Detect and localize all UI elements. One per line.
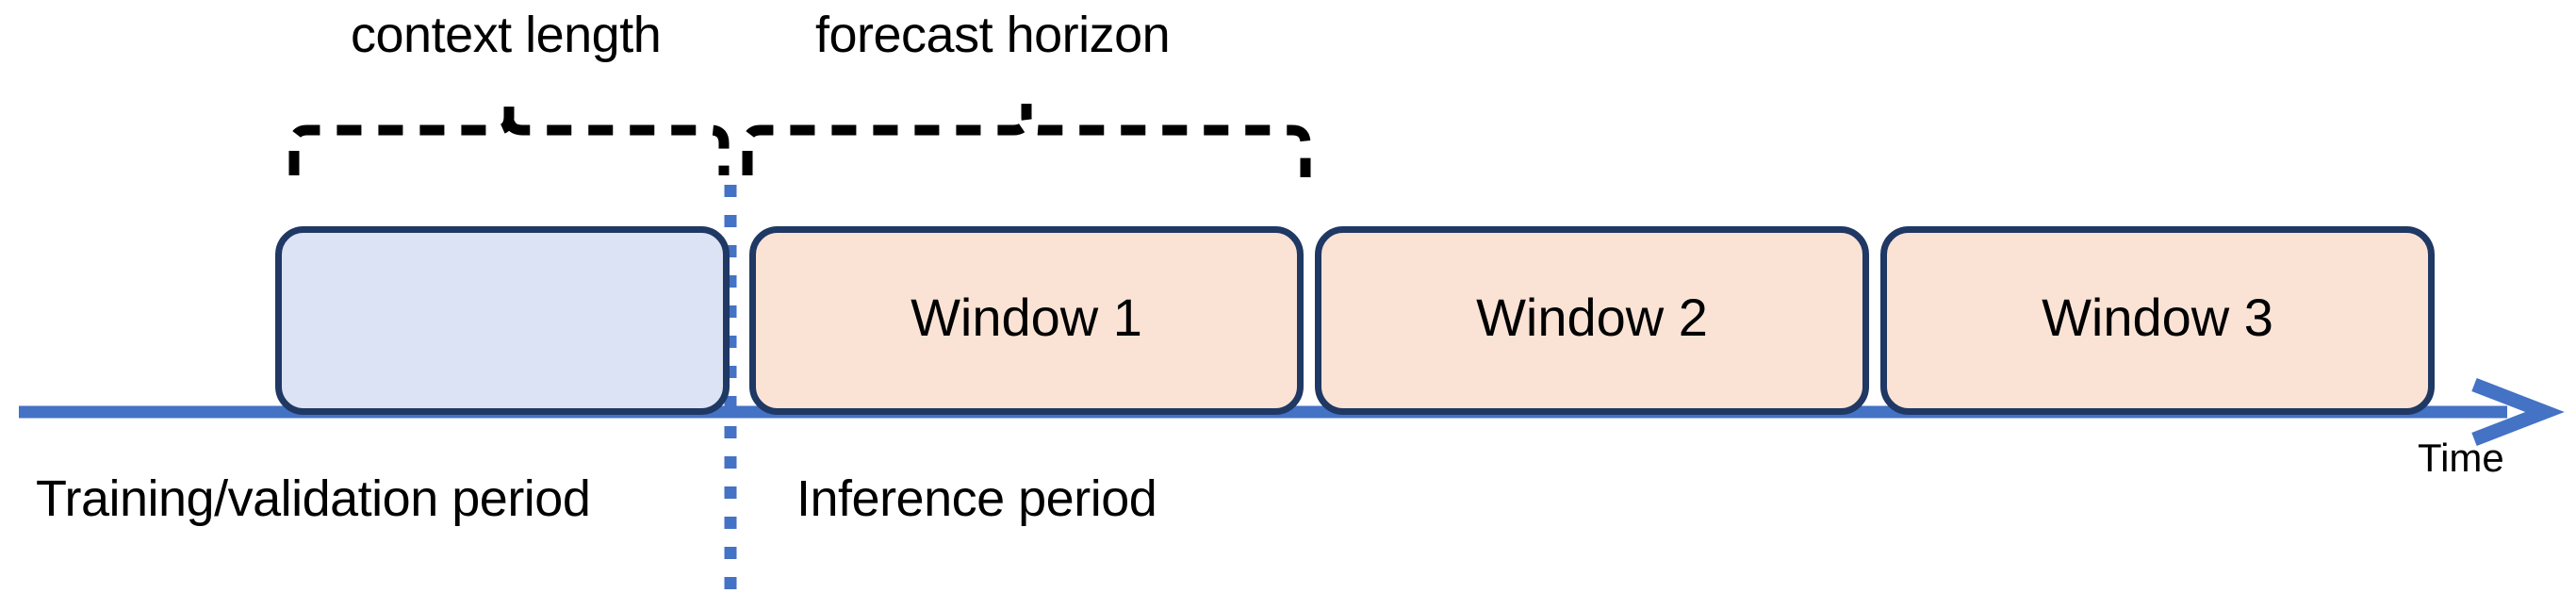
context-window-box[interactable]	[275, 226, 730, 415]
forecast-window-1-label: Window 1	[911, 287, 1142, 347]
inference-period-caption: Inference period	[796, 470, 1157, 527]
forecast-window-1-box[interactable]: Window 1	[749, 226, 1304, 415]
forecast-horizon-label: forecast horizon	[815, 7, 1171, 63]
training-validation-period-caption: Training/validation period	[36, 470, 591, 527]
context-length-brace	[288, 106, 730, 175]
forecast-window-3-label: Window 3	[2042, 287, 2273, 347]
time-axis-arrowhead	[2471, 378, 2565, 446]
forecast-window-2-box[interactable]: Window 2	[1315, 226, 1869, 415]
context-length-label: context length	[351, 7, 662, 63]
forecast-horizon-brace	[742, 104, 1311, 177]
forecast-window-2-label: Window 2	[1476, 287, 1708, 347]
forecast-window-3-box[interactable]: Window 3	[1880, 226, 2435, 415]
time-axis-label: Time	[2418, 436, 2504, 480]
